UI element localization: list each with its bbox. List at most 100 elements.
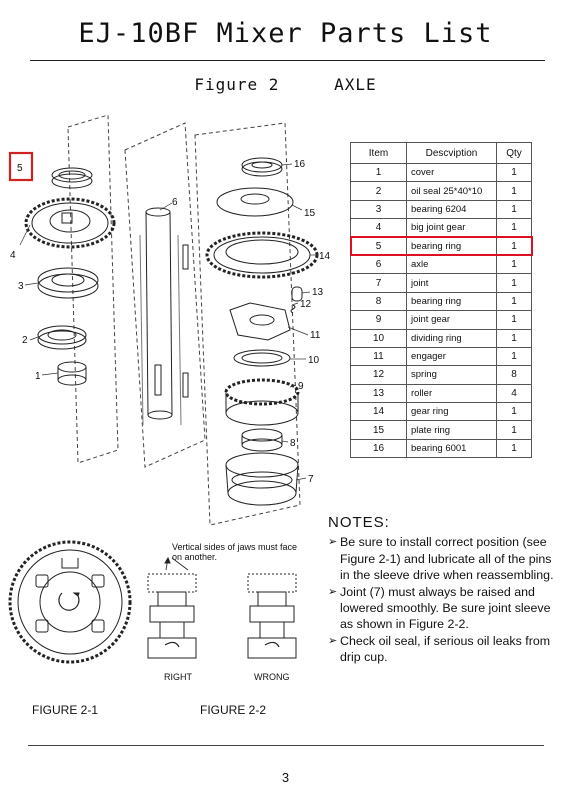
cell-qty: 1 — [496, 420, 532, 440]
cell-description: bearing 6001 — [406, 438, 497, 459]
wrong-jaw-assembly — [247, 573, 297, 659]
jaw-annotation-line2: on another. — [172, 552, 217, 562]
note-item: ➢ Check oil seal, if serious oil leaks f… — [328, 633, 558, 666]
notes-title: NOTES: — [328, 514, 390, 531]
engager-11 — [229, 302, 291, 341]
bearing-3 — [37, 267, 99, 299]
gear-ring-14 — [205, 231, 319, 279]
cell-qty: 1 — [496, 181, 532, 201]
cell-qty: 1 — [496, 402, 532, 422]
cell-description: bearing 6204 — [406, 199, 497, 220]
cell-description: joint gear — [406, 310, 497, 330]
callout-14: 14 — [319, 251, 331, 262]
callout-2: 2 — [22, 335, 28, 346]
bearing-ring-5 — [51, 167, 93, 189]
cell-qty: 1 — [496, 328, 532, 348]
axle-6 — [139, 207, 189, 426]
spring-12 — [290, 304, 296, 314]
jaw-annotation-line1: Vertical sides of jaws must face — [172, 542, 297, 552]
table-header-row: Item Descviption Qty — [350, 142, 532, 164]
arrow-bullet-icon: ➢ — [328, 536, 338, 549]
note-text: Joint (7) must always be raised and lowe… — [340, 584, 551, 632]
cell-description: axle — [406, 254, 497, 275]
page-number: 3 — [281, 770, 290, 785]
arrow-bullet-icon: ➢ — [328, 634, 338, 647]
dividing-ring-10 — [233, 349, 291, 367]
wrong-label: WRONG — [254, 672, 290, 682]
footer-rule — [28, 745, 544, 746]
callout-7: 7 — [308, 474, 314, 485]
header-item: Item — [350, 142, 407, 164]
cell-qty: 1 — [496, 291, 532, 312]
page-title: EJ-10BF Mixer Parts List — [78, 18, 493, 49]
cell-description: bearing ring — [406, 236, 497, 256]
note-item: ➢ Be sure to install correct position (s… — [328, 534, 558, 583]
exploded-axle-diagram: 5 4 3 2 1 6 16 15 14 13 12 11 10 9 8 7 — [8, 114, 331, 526]
cell-item: 6 — [350, 254, 407, 275]
caption-figure-2-2: FIGURE 2-2 — [200, 703, 267, 717]
right-jaw-assembly — [147, 573, 197, 659]
joint-gear-9 — [224, 378, 300, 426]
figure-2-1-gear-drawing — [8, 540, 132, 664]
header-qty: Qty — [496, 142, 532, 164]
cell-item: 8 — [350, 291, 407, 312]
cell-item: 13 — [350, 383, 407, 404]
callout-5: 5 — [17, 163, 23, 174]
cell-qty: 1 — [496, 218, 532, 238]
note-text: Be sure to install correct position (see… — [340, 535, 554, 583]
cell-description: gear ring — [406, 402, 497, 422]
figure-number: Figure 2 — [194, 75, 280, 94]
cell-description: plate ring — [406, 420, 497, 440]
callout-4: 4 — [10, 250, 16, 261]
cell-qty: 1 — [496, 346, 532, 367]
arrow-bullet-icon: ➢ — [328, 585, 338, 598]
cell-qty: 1 — [496, 236, 532, 256]
cell-item: 12 — [350, 365, 407, 385]
callout-11: 11 — [310, 330, 321, 341]
leader-lines — [19, 163, 318, 481]
figure-subtitle: Figure 2 AXLE — [0, 75, 571, 94]
cell-description: joint — [406, 273, 497, 293]
cell-item: 4 — [350, 218, 407, 238]
callout-3: 3 — [18, 281, 24, 292]
cell-item: 16 — [350, 438, 407, 459]
right-label: RIGHT — [164, 672, 193, 682]
bearing-ring-8 — [241, 428, 283, 452]
callout-9: 9 — [298, 381, 304, 392]
note-text: Check oil seal, if serious oil leaks fro… — [340, 633, 551, 665]
cell-qty: 4 — [496, 383, 532, 404]
notes-section: NOTES: ➢ Be sure to install correct posi… — [328, 514, 558, 666]
cell-qty: 1 — [496, 162, 532, 183]
roller-13 — [291, 286, 303, 302]
figure-name: AXLE — [334, 75, 377, 94]
plate-ring-15 — [216, 187, 294, 217]
cell-item: 10 — [350, 328, 407, 348]
figure-2-2-drawing — [147, 556, 297, 659]
cell-qty: 1 — [496, 438, 532, 459]
callout-8: 8 — [290, 438, 296, 449]
callout-5-highlight — [8, 151, 34, 182]
cell-description: spring — [406, 365, 497, 385]
cell-qty: 1 — [496, 273, 532, 293]
callout-13: 13 — [312, 287, 324, 298]
cell-qty: 1 — [496, 254, 532, 275]
cell-qty: 8 — [496, 365, 532, 385]
cell-item: 15 — [350, 420, 407, 440]
cell-item: 2 — [350, 181, 407, 201]
cell-description: roller — [406, 383, 497, 404]
cell-item: 1 — [350, 162, 407, 183]
big-joint-gear-4 — [24, 197, 116, 249]
